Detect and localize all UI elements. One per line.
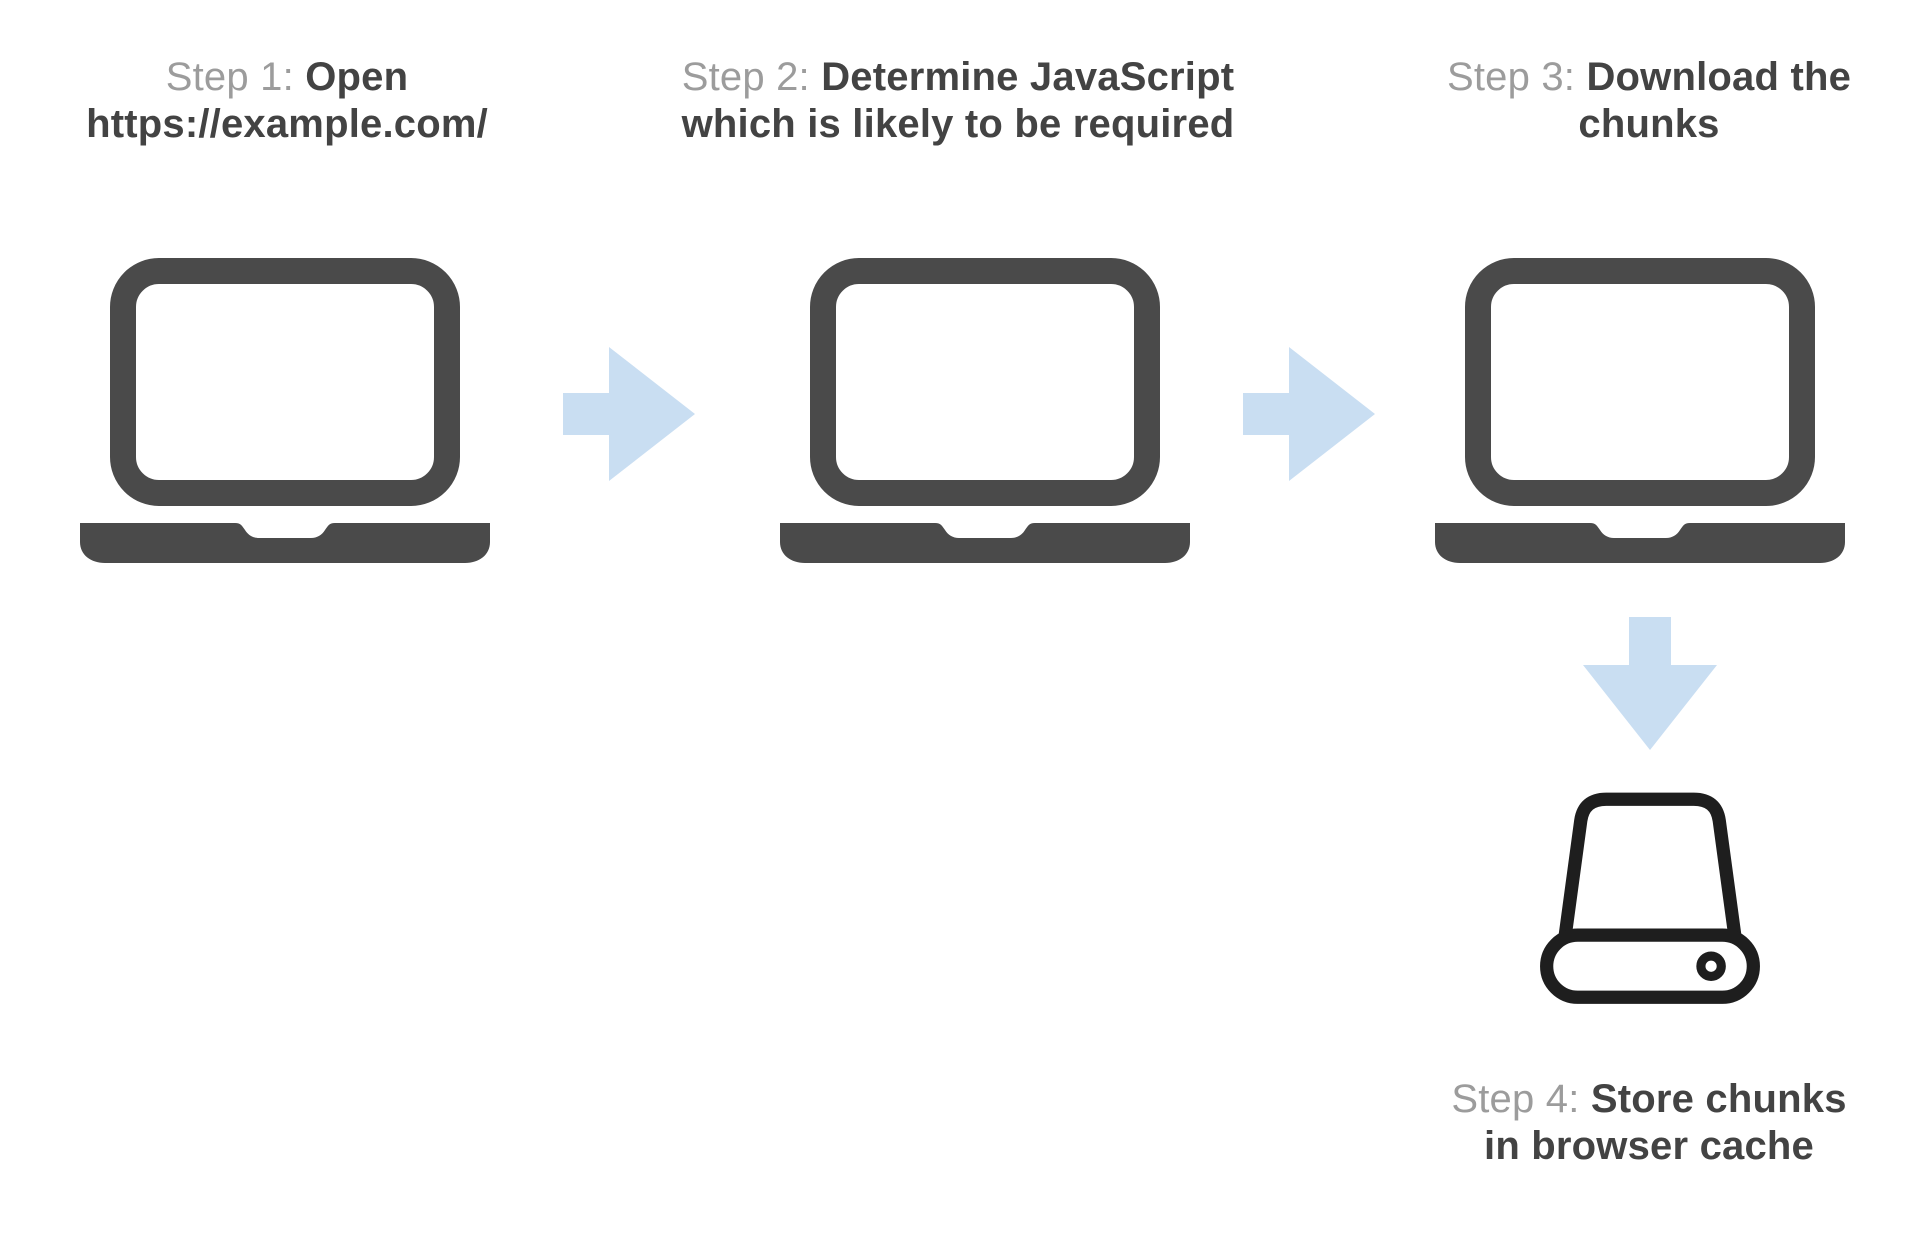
step-1-title-line-2: https://example.com/ bbox=[86, 102, 488, 146]
arrow-right-icon bbox=[1243, 347, 1375, 481]
step-1-caption: Step 1: Open https://example.com/ bbox=[86, 54, 488, 148]
step-2-prefix: Step 2: bbox=[681, 55, 810, 99]
step-3-title-line-1: Download the bbox=[1586, 55, 1852, 99]
step-1-prefix: Step 1: bbox=[165, 55, 294, 99]
step-2-title-line-2: which is likely to be required bbox=[681, 102, 1235, 146]
laptop-icon bbox=[780, 258, 1190, 563]
hard-drive-icon bbox=[1540, 792, 1760, 1004]
step-3-prefix: Step 3: bbox=[1446, 55, 1576, 99]
step-4-caption: Step 4: Store chunks in browser cache bbox=[1451, 1076, 1846, 1170]
step-2-title-line-1: Determine JavaScript bbox=[821, 55, 1235, 99]
step-2-caption: Step 2: Determine JavaScript which is li… bbox=[682, 54, 1235, 148]
step-4-title-line-1: Store chunks bbox=[1590, 1077, 1847, 1121]
step-1-title-line-1: Open bbox=[305, 55, 409, 99]
step-3-title-line-2: chunks bbox=[1578, 102, 1720, 146]
laptop-icon bbox=[80, 258, 490, 563]
step-4-prefix: Step 4: bbox=[1451, 1077, 1580, 1121]
arrow-down-icon bbox=[1583, 617, 1717, 750]
laptop-icon bbox=[1435, 258, 1845, 563]
step-3-caption: Step 3: Download the chunks bbox=[1447, 54, 1851, 148]
step-4-title-line-2: in browser cache bbox=[1484, 1124, 1814, 1168]
arrow-right-icon bbox=[563, 347, 695, 481]
